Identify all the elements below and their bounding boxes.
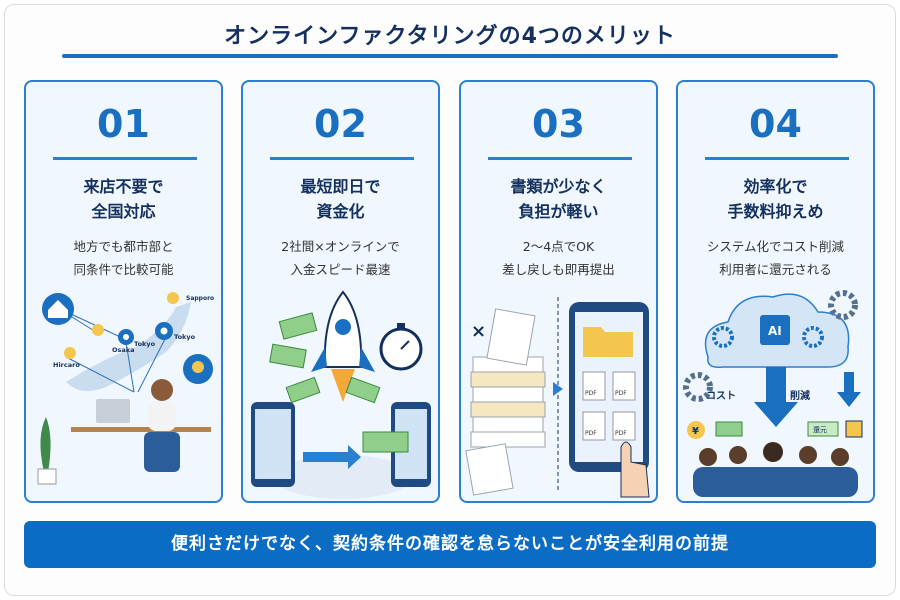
transfer-arrow-icon [303, 445, 361, 469]
card-number: 03 [532, 102, 585, 146]
svg-text:PDF: PDF [585, 430, 597, 437]
banknote-icon [362, 431, 409, 453]
card-description: 地方でも都市部と同条件で比較可能 [26, 235, 221, 281]
heading-line: 負担が軽い [518, 202, 599, 221]
card-divider [705, 157, 849, 160]
ai-chip-icon: AI [760, 315, 790, 345]
cross-mark-icon: × [471, 321, 486, 342]
merit-card-02: 02 最短即日で資金化 2社間×オンラインで入金スピード最速 [241, 80, 440, 503]
gear-icon [828, 290, 858, 320]
heading-line: 書類が少なく [510, 177, 607, 196]
description-line: 入金スピード最速 [290, 262, 391, 277]
card-description: 2社間×オンラインで入金スピード最速 [243, 235, 438, 281]
location-pin-icon [155, 322, 173, 340]
pdf-file-icon: PDF [612, 371, 636, 401]
location-pin-icon [64, 347, 76, 359]
japan-map [66, 302, 191, 391]
footer-banner: 便利さだけでなく、契約条件の確認を怠らないことが安全利用の前提 [24, 521, 876, 568]
map-label-tokyo: Tokyo [134, 340, 156, 348]
card-divider [53, 157, 197, 160]
person [151, 379, 173, 401]
card-number: 04 [749, 102, 802, 146]
merit-card-03: 03 書類が少なく負担が軽い 2〜4点でOK 差し戻しも即再提出 × PDF PD… [459, 80, 658, 503]
title-underline [62, 54, 838, 58]
card-number: 01 [97, 102, 150, 146]
svg-text:AI: AI [768, 324, 782, 338]
map-label-hiroshima: Hircaro [53, 361, 80, 369]
description-line: 利用者に還元される [719, 262, 832, 277]
yen-coin-icon: ¥ [687, 421, 705, 439]
card-description: 2〜4点でOK 差し戻しも即再提出 [461, 235, 656, 281]
desk [71, 427, 211, 432]
gear-icon [802, 326, 824, 348]
rocket-speed-illustration [251, 290, 431, 499]
card-divider [270, 157, 414, 160]
gift-icon [845, 420, 863, 438]
location-pin-icon [118, 329, 134, 345]
stopwatch-icon [379, 323, 423, 371]
gear-icon [683, 372, 713, 402]
smartphone-icon [251, 402, 295, 487]
merit-card-01: 01 来店不要で全国対応 地方でも都市部と同条件で比較可能 Sapporo To… [24, 80, 223, 503]
pdf-file-icon: PDF [582, 411, 606, 441]
description-line: 2社間×オンラインで [281, 239, 400, 254]
ai-cost-reduction-illustration: AI コスト 削減 ¥ 還元 [683, 290, 863, 497]
refund-ticket-icon: 還元 [807, 421, 839, 437]
map-label-osaka: Osaka [112, 346, 135, 354]
arrow-icon [553, 382, 563, 396]
description-line: 2〜4点でOK [522, 239, 595, 254]
smartphone-icon [569, 302, 649, 472]
home-icon [42, 293, 74, 325]
japan-map-remote-work-illustration: Sapporo Tokyo Tokyo Osaka Hircaro [37, 292, 214, 485]
description-line: 地方でも都市部と [73, 239, 174, 254]
heading-line: 資金化 [316, 202, 365, 221]
folder-icon [583, 327, 633, 357]
card-divider [488, 157, 632, 160]
banknote-icon [269, 312, 381, 404]
reduction-label: 削減 [790, 389, 810, 402]
card-heading: 最短即日で資金化 [243, 174, 438, 224]
users-group-icon [693, 442, 858, 497]
svg-text:還元: 還元 [813, 425, 827, 434]
map-label-sapporo: Sapporo [186, 295, 214, 302]
laptop [96, 399, 130, 423]
banknote-icon [715, 421, 743, 437]
svg-text:PDF: PDF [585, 390, 597, 397]
page-title: オンラインファクタリングの4つのメリット [224, 24, 676, 49]
location-pin-icon [92, 324, 104, 336]
card-number: 02 [314, 102, 367, 146]
svg-text:¥: ¥ [692, 426, 699, 437]
heading-line: 手数料抑えめ [727, 202, 824, 221]
paperless-documents-illustration: × PDF PDF PDF PDF [465, 297, 650, 498]
heading-line: 最短即日で [300, 177, 381, 196]
location-pin-icon [167, 292, 179, 304]
finger-tap-icon [620, 441, 650, 498]
map-label-tokyo: Tokyo [174, 333, 196, 341]
heading-line: 全国対応 [91, 202, 156, 221]
card-heading: 書類が少なく負担が軽い [461, 174, 656, 224]
merit-card-04: 04 効率化で手数料抑えめ システム化でコスト削減利用者に還元される AI コス… [676, 80, 875, 503]
document-stack-icon [465, 308, 546, 496]
card-heading: 来店不要で全国対応 [26, 174, 221, 224]
card-heading: 効率化で手数料抑えめ [678, 174, 873, 224]
down-arrow-icon [754, 367, 798, 427]
plant [40, 417, 51, 472]
cost-label: コスト [706, 390, 736, 402]
description-line: 差し戻しも即再提出 [502, 262, 615, 277]
description-line: システム化でコスト削減 [706, 239, 845, 254]
down-arrow-icon [837, 372, 861, 407]
svg-text:PDF: PDF [615, 390, 627, 397]
heading-line: 効率化で [743, 177, 808, 196]
gear-icon [712, 326, 734, 348]
heading-line: 来店不要で [83, 177, 164, 196]
card-description: システム化でコスト削減利用者に還元される [678, 235, 873, 281]
location-pin-icon [183, 354, 213, 384]
description-line: 同条件で比較可能 [73, 262, 174, 277]
svg-text:PDF: PDF [615, 430, 627, 437]
pdf-file-icon: PDF [612, 411, 636, 441]
smoke-cloud [273, 455, 413, 499]
pdf-file-icon: PDF [582, 371, 606, 401]
